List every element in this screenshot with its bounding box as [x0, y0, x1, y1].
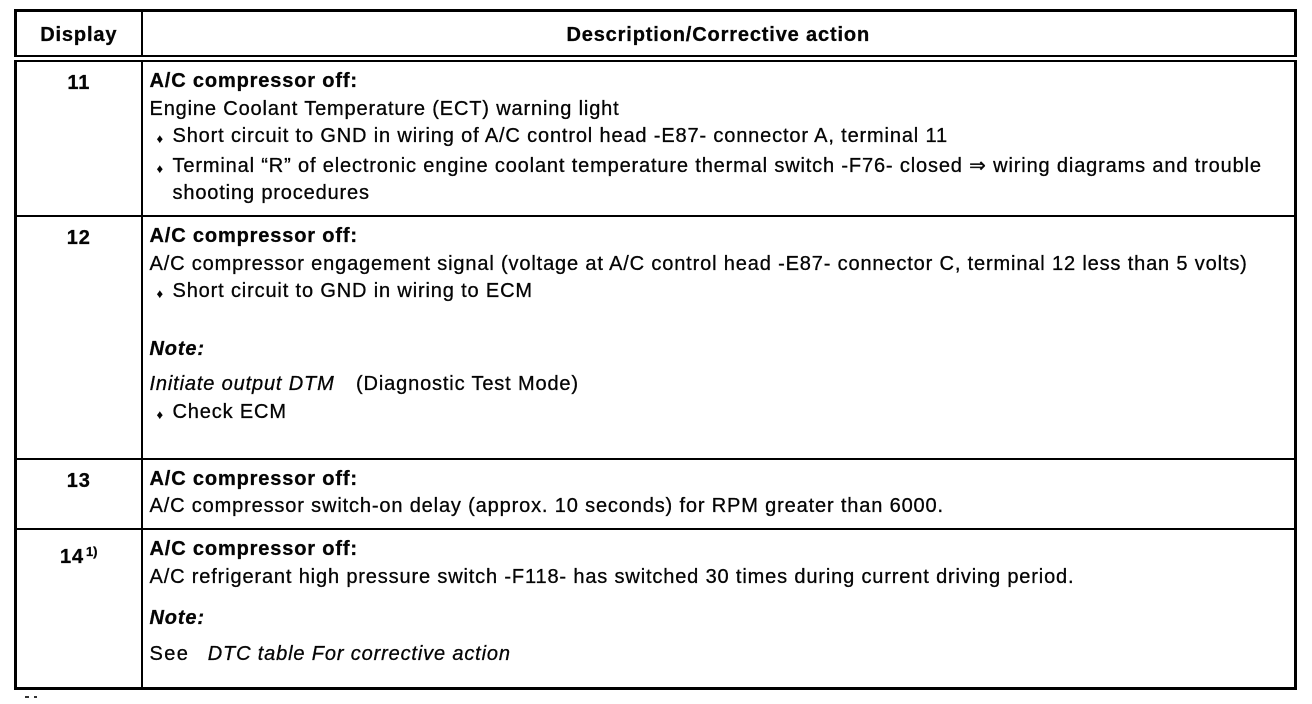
- description-cell: A/C compressor off: Engine Coolant Tempe…: [140, 57, 1297, 218]
- table-header-row: Display Description/Corrective action: [14, 9, 1297, 63]
- dtc-table: Display Description/Corrective action 11…: [14, 9, 1297, 690]
- table-row: 13 A/C compressor off: A/C compressor sw…: [14, 457, 1297, 531]
- dtm-instruction-line: Initiate output DTM (Diagnostic Test Mod…: [149, 371, 1269, 399]
- display-code-11: 11: [14, 57, 143, 218]
- row-body: Engine Coolant Temperature (ECT) warning…: [149, 97, 620, 120]
- bullet-text: Terminal “R” of electronic engine coolan…: [172, 154, 1262, 205]
- table-row: 12 A/C compressor off: A/C compressor en…: [14, 215, 1297, 460]
- bullet-line: ♦ Short circuit to GND in wiring of A/C …: [150, 123, 1269, 153]
- see-reference-italic: DTC table For corrective action: [207, 642, 511, 665]
- bullet-icon: ♦: [156, 286, 164, 301]
- row-body: A/C compressor engagement signal (voltag…: [149, 252, 1248, 275]
- row-title: A/C compressor off:: [149, 538, 358, 561]
- row-title: A/C compressor off:: [149, 225, 358, 247]
- column-header-description: Description/Corrective action: [140, 9, 1297, 63]
- description-cell: A/C compressor off: A/C compressor switc…: [140, 457, 1297, 531]
- bullet-icon: ♦: [156, 160, 164, 176]
- dtm-instruction-italic: Initiate output DTM: [149, 373, 335, 395]
- display-code-13: 13: [14, 457, 143, 531]
- row-title: A/C compressor off:: [149, 467, 358, 490]
- scan-artifact: [25, 695, 43, 698]
- row-title: A/C compressor off:: [149, 70, 358, 93]
- bullet-text: Short circuit to GND in wiring of A/C co…: [172, 125, 948, 148]
- column-header-display: Display: [14, 9, 143, 63]
- description-cell: A/C compressor off: A/C compressor engag…: [140, 215, 1297, 460]
- display-code-12: 12: [14, 215, 143, 460]
- bullet-icon: ♦: [156, 406, 164, 422]
- bullet-line: ♦ Terminal “R” of electronic engine cool…: [150, 153, 1269, 208]
- bullet-icon: ♦: [156, 131, 164, 147]
- table-row: 11 A/C compressor off: Engine Coolant Te…: [14, 57, 1297, 218]
- bullet-line: ♦ Short circuit to GND in wiring to ECM: [150, 278, 1269, 308]
- description-cell: A/C compressor off: A/C refrigerant high…: [140, 528, 1297, 690]
- dtm-instruction-plain: (Diagnostic Test Mode): [356, 373, 579, 395]
- bullet-text: Check ECM: [172, 400, 287, 423]
- row-body: A/C refrigerant high pressure switch -F1…: [149, 565, 1075, 588]
- display-code-value: 14: [59, 546, 84, 569]
- note-label: Note:: [149, 337, 205, 360]
- bullet-line: ♦ Check ECM: [150, 399, 1269, 429]
- footnote-marker: 1): [85, 544, 98, 560]
- row-body: A/C compressor switch-on delay (approx. …: [149, 495, 944, 518]
- bullet-text: Short circuit to GND in wiring to ECM: [172, 280, 533, 302]
- see-reference-line: See DTC table For corrective action: [149, 641, 1269, 669]
- see-reference-plain: See: [149, 642, 190, 665]
- note-label: Note:: [149, 607, 205, 630]
